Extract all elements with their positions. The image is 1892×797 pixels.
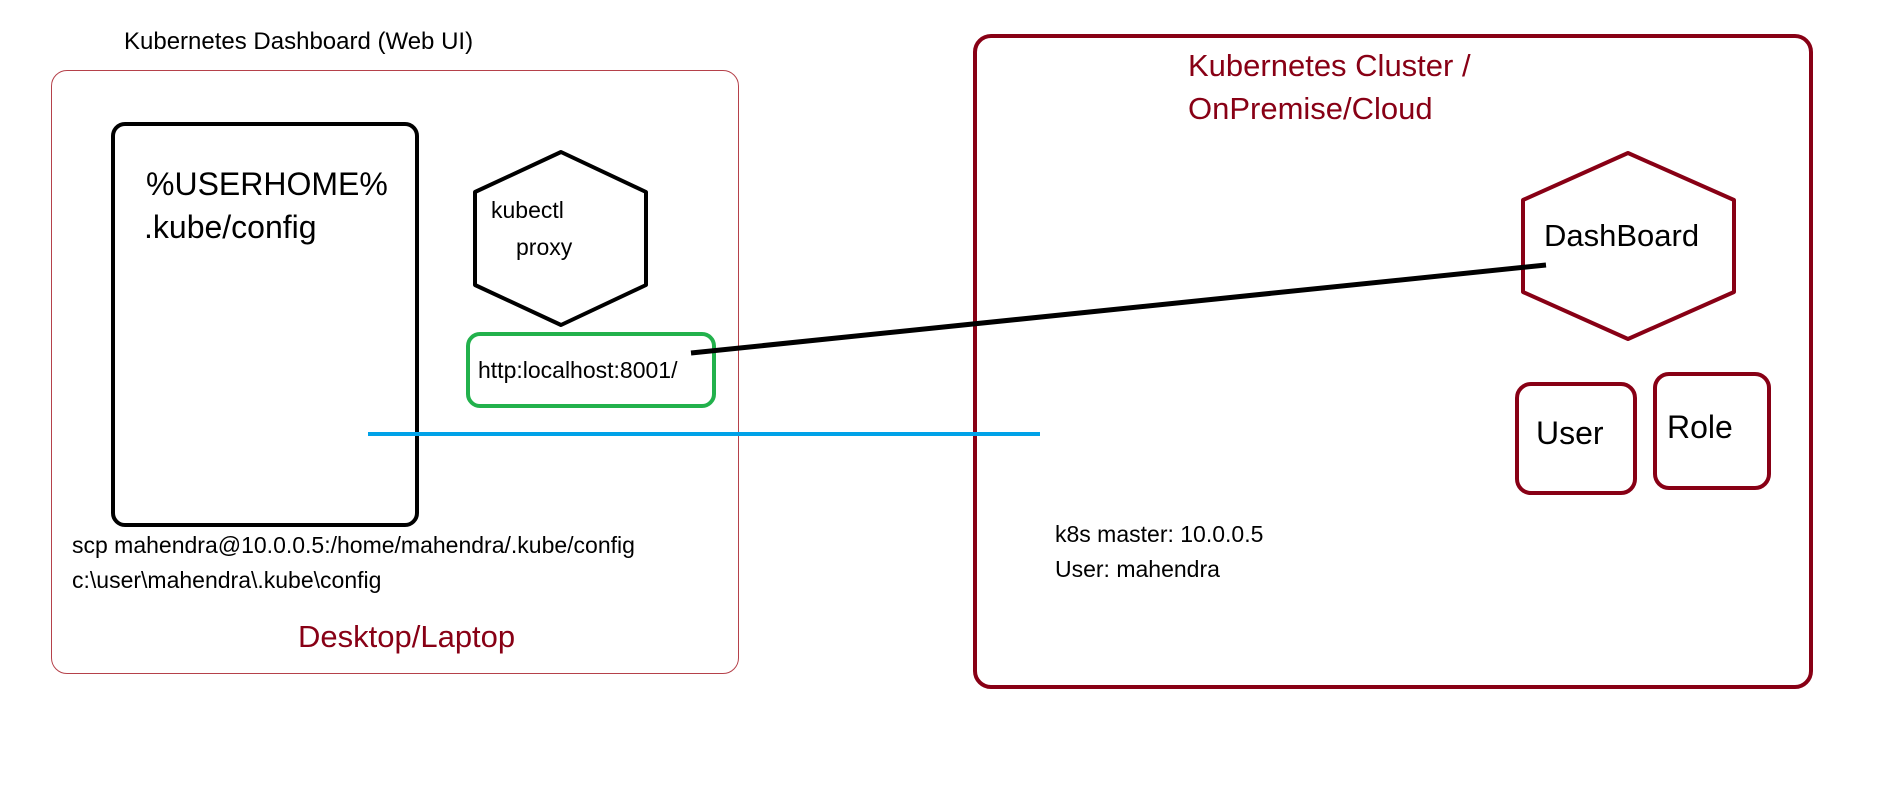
kubectl-label-line2: proxy: [516, 234, 573, 260]
scp-command-line2: c:\user\mahendra\.kube\config: [72, 567, 382, 593]
kubectl-label-line1: kubectl: [491, 197, 564, 223]
role-label: Role: [1667, 409, 1733, 445]
dashboard-label: DashBoard: [1544, 218, 1700, 253]
k8s-user-label: User: mahendra: [1055, 556, 1220, 582]
proxy-url-box: [466, 332, 716, 408]
proxy-url-label: http:localhost:8001/: [478, 357, 678, 383]
desktop-laptop-label: Desktop/Laptop: [298, 619, 516, 654]
kubectl-proxy-hexagon: [473, 150, 648, 327]
kube-config-box: [111, 122, 419, 527]
k8s-master-label: k8s master: 10.0.0.5: [1055, 521, 1264, 547]
dashboard-hexagon: [1521, 151, 1736, 341]
diagram-title: Kubernetes Dashboard (Web UI): [124, 28, 474, 55]
role-box: [1653, 372, 1771, 490]
config-path-line1: %USERHOME%: [146, 166, 388, 202]
proxy-to-dashboard-line: [690, 262, 1547, 356]
kubernetes-cluster-box: [973, 34, 1813, 689]
user-box: [1515, 382, 1637, 495]
cluster-title-line1: Kubernetes Cluster /: [1188, 48, 1471, 83]
desktop-laptop-box: [51, 70, 739, 674]
cluster-title-line2: OnPremise/Cloud: [1188, 91, 1433, 126]
user-label: User: [1536, 415, 1604, 451]
config-path-line2: .kube/config: [144, 209, 317, 245]
scp-command-line1: scp mahendra@10.0.0.5:/home/mahendra/.ku…: [72, 532, 635, 558]
